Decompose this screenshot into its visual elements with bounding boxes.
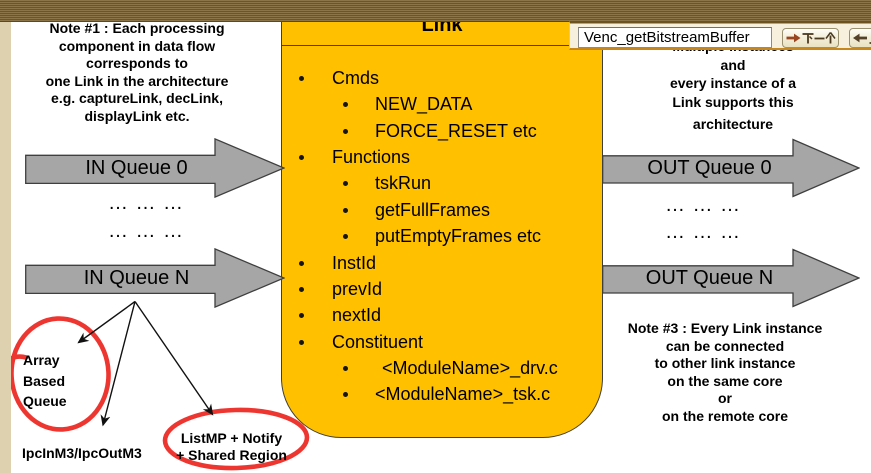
bullet-icon [299, 76, 304, 81]
in-queue-0-label: IN Queue 0 [85, 157, 188, 179]
list-item: <ModuleName>_drv.c [282, 355, 602, 381]
red-circle-listmp [162, 407, 310, 471]
bullet-icon [299, 260, 304, 266]
right-arrow-shape [602, 248, 860, 308]
list-item: nextId [282, 302, 602, 328]
find-prev-button[interactable] [849, 28, 871, 48]
pointer-line-array [77, 300, 136, 344]
bullet-icon [299, 339, 304, 345]
right-arrow-icon [786, 33, 800, 43]
pointer-line-ipc [100, 301, 136, 427]
ipc-text: IpcInM3/IpcOutM3 [22, 445, 142, 461]
cjk-next-glyphs [802, 32, 836, 44]
in-queue-n-arrow: IN Queue N [25, 248, 285, 308]
red-circle-array-queue [9, 316, 111, 432]
link-box-list: Cmds NEW_DATA FORCE_RESET etc Functions … [282, 65, 602, 408]
bullet-icon [299, 313, 304, 319]
find-input[interactable] [578, 27, 772, 48]
bullet-icon [343, 207, 348, 213]
right-arrow-shape [25, 248, 285, 308]
list-item: FORCE_RESET etc [282, 118, 602, 144]
ellipsis-row: … … … [107, 192, 185, 214]
array-based-queue-text: Array Based Queue [23, 352, 67, 410]
pointer-arrows [77, 300, 214, 427]
out-queue-n-arrow: OUT Queue N [602, 248, 862, 308]
out-queue-0-arrow: OUT Queue 0 [602, 138, 862, 198]
link-box-title-rule [282, 45, 602, 46]
find-next-icon [786, 32, 836, 44]
bullet-icon [343, 102, 348, 108]
list-item: <ModuleName>_tsk.c [282, 381, 602, 407]
list-item: Constituent [282, 329, 602, 355]
list-item: putEmptyFrames etc [282, 223, 602, 249]
ellipsis-row: … … … [664, 221, 742, 243]
bullet-icon [299, 155, 304, 161]
pointer-line-listmp [134, 301, 214, 416]
left-arrow-icon [852, 33, 867, 43]
link-box: Link Cmds NEW_DATA FORCE_RESET etc Funct… [281, 0, 603, 438]
red-pen-circles [7, 316, 310, 471]
find-prev-icon [852, 33, 871, 44]
list-item: prevId [282, 276, 602, 302]
bullet-icon [343, 234, 348, 240]
bullet-icon [343, 181, 348, 187]
out-queue-n-label: OUT Queue N [645, 267, 774, 289]
bullet-icon [343, 365, 348, 371]
note3-text: Note #3 : Every Link instance can be con… [627, 320, 823, 424]
find-next-button[interactable] [782, 28, 839, 48]
note1-text: Note #1 : Each processing component in d… [45, 20, 229, 124]
find-toolbar [569, 21, 871, 50]
in-queue-0-arrow: IN Queue 0 [25, 138, 285, 198]
ellipsis-row: … … … [664, 194, 742, 216]
listmp-notify-text: ListMP + Notify + Shared Region [176, 430, 287, 463]
in-queue-n-label: IN Queue N [83, 267, 190, 289]
page-margin-strip [0, 22, 11, 473]
ellipsis-row: … … … [107, 220, 185, 242]
list-item: getFullFrames [282, 197, 602, 223]
bullet-icon [343, 128, 348, 134]
red-pen-start-stroke [7, 354, 29, 362]
list-item: Cmds [282, 65, 602, 91]
out-queue-0-label: OUT Queue 0 [647, 157, 772, 179]
window-title-bar[interactable] [0, 0, 871, 22]
list-item: InstId [282, 250, 602, 276]
list-item: Functions [282, 144, 602, 170]
bullet-icon [299, 286, 304, 292]
list-item: NEW_DATA [282, 91, 602, 117]
list-item: tskRun [282, 170, 602, 196]
note2-architecture-text: architecture [692, 116, 774, 132]
bullet-icon [343, 392, 348, 398]
right-arrow-shape [602, 138, 860, 198]
right-arrow-shape [25, 138, 285, 198]
